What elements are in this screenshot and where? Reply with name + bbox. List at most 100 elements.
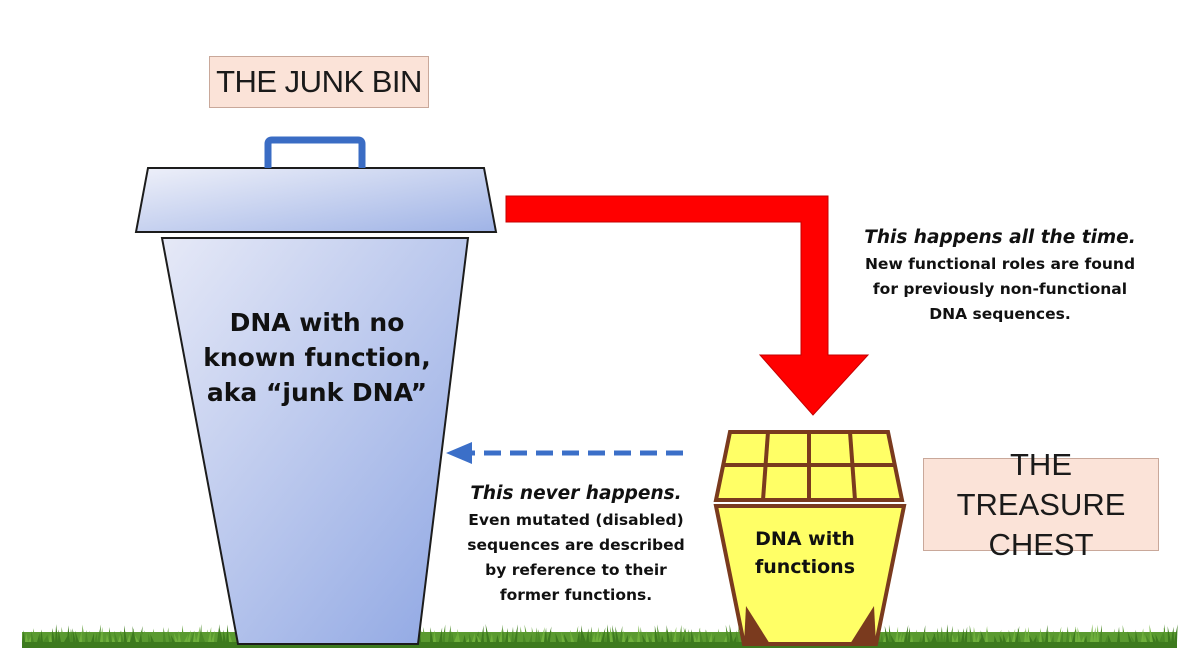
grass-blade — [1003, 633, 1006, 642]
treasure-chest-body — [713, 504, 907, 646]
note-chest-to-bin-line: former functions. — [499, 586, 653, 604]
grass-blade — [538, 629, 541, 642]
grass-blade — [52, 627, 55, 642]
grass-blade — [1174, 624, 1178, 642]
grass-blade — [654, 625, 658, 642]
grass-blade — [718, 628, 721, 642]
treasure-chest-label-line: functions — [754, 556, 856, 578]
treasure-chest-lid — [713, 430, 905, 502]
grass-blade — [85, 630, 88, 642]
grass-blade — [118, 630, 122, 642]
grass-blade — [880, 632, 883, 642]
grass-blade — [561, 631, 565, 642]
grass-blade — [196, 626, 200, 642]
grass-blade — [705, 629, 709, 642]
grass-blade — [688, 629, 691, 642]
grass-blade — [1138, 633, 1141, 642]
grass-blade — [120, 630, 124, 642]
grass-blade — [1105, 634, 1108, 642]
grass-blade — [150, 634, 154, 642]
grass-blade — [1084, 635, 1087, 642]
grass-blade — [642, 634, 646, 642]
grass-blade — [1041, 634, 1045, 642]
grass-blade — [1075, 626, 1078, 642]
grass-blade — [200, 630, 205, 642]
grass-blade — [1039, 628, 1042, 642]
junk-bin-handle-icon — [264, 136, 366, 168]
grass-blade — [1090, 624, 1093, 642]
grass-blade — [569, 629, 574, 642]
grass-blade — [157, 634, 160, 642]
grass-blade — [223, 629, 226, 642]
grass-blade — [1017, 628, 1021, 642]
treasure-chest-title-line: THE TREASURE — [956, 446, 1126, 522]
grass-blade — [898, 631, 902, 642]
grass-blade — [553, 634, 556, 642]
grass-blade — [228, 631, 232, 642]
grass-blade — [82, 624, 85, 642]
grass-blade — [1145, 635, 1150, 642]
grass-blade — [946, 624, 949, 642]
grass-blade — [612, 624, 616, 642]
grass-blade — [986, 628, 991, 642]
grass-blade — [493, 634, 496, 642]
grass-blade — [1144, 634, 1147, 642]
grass-blade — [97, 624, 102, 642]
grass-blade — [999, 634, 1003, 642]
grass-blade — [1111, 628, 1115, 642]
grass-blade — [163, 627, 166, 642]
grass-blade — [130, 628, 134, 642]
grass-blade — [991, 633, 995, 642]
grass-blade — [1120, 632, 1123, 642]
treasure-chest-label: DNA with functions — [730, 525, 880, 581]
grass-blade — [217, 624, 220, 642]
grass-blade — [1053, 630, 1057, 642]
grass-blade — [496, 634, 499, 642]
grass-blade — [1024, 627, 1027, 642]
grass-blade — [661, 635, 664, 642]
grass-blade — [640, 626, 643, 642]
grass-blade — [31, 631, 34, 642]
grass-blade — [109, 627, 112, 642]
grass-blade — [994, 635, 997, 642]
grass-blade — [619, 625, 623, 642]
grass-blade — [511, 626, 514, 642]
junk-bin-label-line: DNA with no — [229, 308, 405, 337]
grass-blade — [485, 624, 490, 642]
grass-blade — [937, 627, 940, 642]
grass-blade — [550, 630, 553, 642]
grass-blade — [1117, 626, 1120, 642]
grass-blade — [132, 626, 136, 642]
grass-blade — [973, 626, 976, 642]
note-chest-to-bin-lead: This never happens. — [470, 483, 682, 504]
grass-blade — [1162, 624, 1165, 642]
grass-blade — [955, 632, 959, 642]
grass-blade — [422, 626, 427, 642]
grass-blade — [625, 634, 628, 642]
grass-blade — [490, 633, 493, 642]
grass-blade — [454, 633, 458, 642]
grass-blade — [211, 630, 215, 642]
grass-blade — [70, 628, 73, 642]
grass-ground — [22, 624, 1178, 648]
grass-blade — [166, 627, 169, 642]
grass-blade — [1096, 624, 1099, 642]
treasure-chest-label-line: DNA with — [755, 528, 855, 550]
grass-blade — [598, 631, 602, 642]
grass-blade — [1048, 630, 1051, 642]
grass-blade — [520, 626, 523, 642]
grass-blade — [721, 633, 724, 642]
grass-blade — [448, 625, 451, 642]
note-bin-to-chest-line: DNA sequences. — [929, 305, 1071, 323]
grass-blade — [592, 631, 595, 642]
grass-blade — [190, 630, 195, 642]
grass-blade — [1008, 629, 1012, 642]
note-bin-to-chest-lead: This happens all the time. — [864, 227, 1136, 248]
grass-blade — [451, 631, 454, 642]
grass-blade — [55, 624, 58, 642]
note-bin-to-chest-line: for previously non-functional — [872, 280, 1128, 298]
grass-blade — [733, 635, 737, 642]
grass-blade — [967, 631, 971, 642]
grass-blade — [531, 626, 535, 642]
grass-blade — [517, 633, 520, 642]
